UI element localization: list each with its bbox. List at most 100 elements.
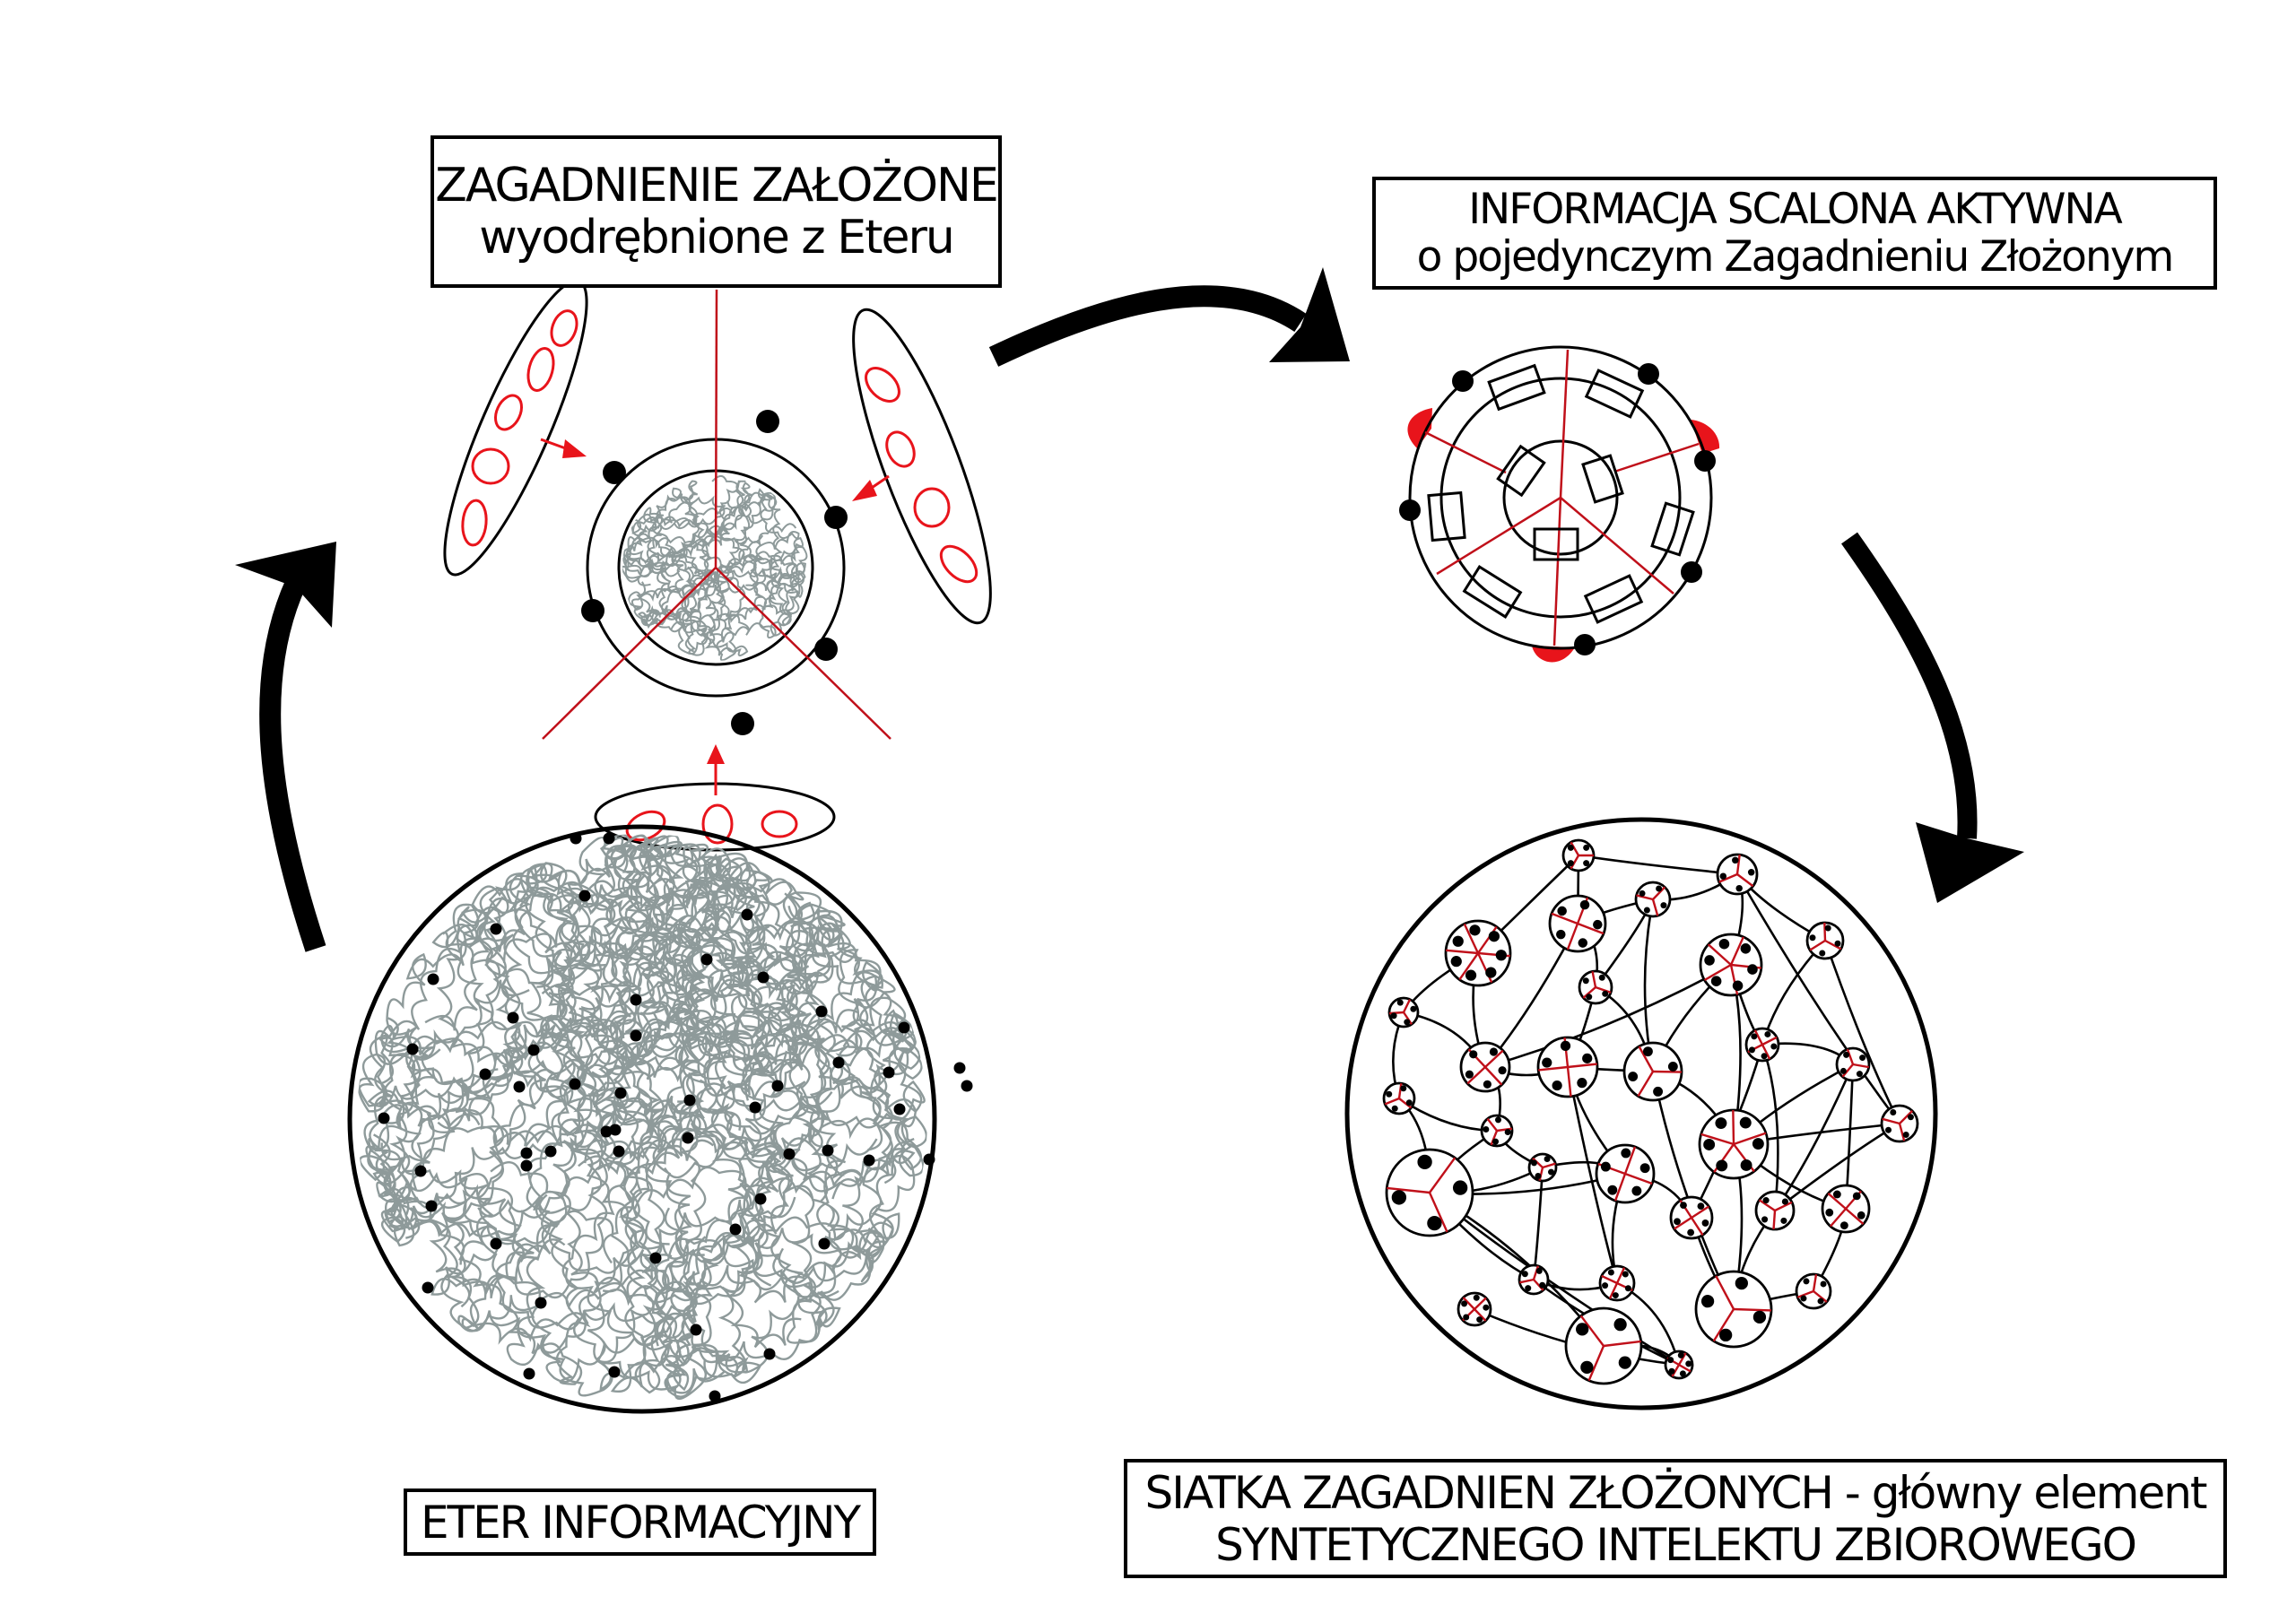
node-spoke	[1613, 1173, 1627, 1202]
particle-dot	[822, 1144, 834, 1157]
node-dot	[1643, 907, 1650, 914]
node-dot	[1885, 1126, 1892, 1133]
network-node	[1716, 853, 1759, 896]
ring-dot	[1681, 561, 1702, 583]
node-dot	[1465, 1070, 1474, 1079]
node-dot	[1740, 943, 1752, 954]
node-spoke	[1579, 1315, 1605, 1347]
node-dot	[1586, 994, 1593, 1001]
red-arrow-head-icon	[707, 744, 725, 764]
node-dot	[1622, 1271, 1629, 1278]
node-dot	[1483, 1304, 1490, 1311]
red-oval	[526, 347, 555, 392]
node-dot	[1410, 1005, 1417, 1012]
particle-dot	[414, 1165, 427, 1177]
ellipse-group-bottom	[594, 744, 836, 852]
node-dot	[1602, 990, 1609, 997]
node-dot	[1704, 955, 1715, 966]
node-spoke	[1384, 1097, 1400, 1106]
tangle-line	[430, 1173, 712, 1393]
arrow-informacja-to-siatka	[1841, 532, 2024, 903]
particle-dot	[832, 1056, 845, 1069]
particle-dot	[578, 890, 591, 902]
particle-dot	[630, 1029, 642, 1042]
network-node	[1387, 996, 1420, 1028]
node-spoke	[1577, 922, 1605, 935]
node-dot	[1843, 1051, 1850, 1058]
tangle-line	[540, 847, 705, 1341]
node-dot	[1803, 1278, 1810, 1285]
node-dot	[1800, 1295, 1807, 1302]
node-spoke	[1474, 1297, 1487, 1310]
node-dot	[1701, 1219, 1709, 1227]
sphere-outline	[347, 824, 937, 1414]
node-dot	[1544, 1155, 1551, 1162]
node-spoke	[1429, 1157, 1457, 1193]
node-spoke	[1637, 1071, 1655, 1098]
node-spoke	[1761, 1044, 1771, 1060]
particle-dot	[527, 1044, 540, 1056]
red-dividers	[542, 289, 891, 740]
red-oval	[461, 499, 488, 547]
node-dot	[1703, 1139, 1716, 1150]
node-spoke	[1603, 1340, 1641, 1348]
particle-dot	[507, 1011, 519, 1024]
node-dot	[1668, 1367, 1675, 1375]
ring-dot	[814, 638, 838, 661]
node-dot	[1473, 1294, 1480, 1301]
particle-dot	[490, 1237, 502, 1250]
node-dot	[1639, 890, 1646, 897]
tangle-line	[575, 857, 828, 1114]
particle-dot	[520, 1147, 533, 1159]
node-spoke	[1466, 1066, 1486, 1085]
particle-dot	[683, 1094, 696, 1107]
network-graph	[1344, 817, 1938, 1410]
particle-dot	[863, 1154, 875, 1167]
tangle-line	[643, 474, 744, 621]
node-spoke	[1496, 1127, 1513, 1133]
network-node	[1518, 1263, 1550, 1296]
module-rect	[1487, 363, 1546, 412]
node-spoke	[1678, 1363, 1692, 1373]
node-spoke	[1570, 841, 1580, 856]
node-spoke	[1533, 1279, 1544, 1291]
node-dot	[1761, 1053, 1768, 1060]
particle-dot	[479, 1068, 491, 1081]
particle-dot	[893, 1103, 906, 1115]
node-dot	[1556, 929, 1566, 940]
red-blob	[1691, 420, 1720, 454]
divider-line	[1559, 349, 1570, 499]
module-rect	[1496, 444, 1546, 498]
node-spoke	[1718, 872, 1738, 883]
zagadnienie-figure	[443, 279, 992, 852]
network-node	[1622, 1041, 1683, 1102]
inner-tangle	[622, 474, 808, 661]
particle-dots	[378, 832, 973, 1402]
tangle-line	[561, 1107, 796, 1401]
node-dot	[1674, 1218, 1681, 1226]
tangle-line	[376, 924, 682, 1198]
network-node	[1880, 1104, 1919, 1143]
node-dot	[1719, 1328, 1733, 1342]
node-spoke	[1758, 1199, 1776, 1211]
ether-sphere	[347, 824, 973, 1414]
node-spoke	[1608, 1282, 1619, 1299]
network-node	[1595, 1143, 1656, 1204]
node-dot	[1607, 1185, 1618, 1195]
node-dot	[1739, 1116, 1752, 1129]
node-spoke	[1707, 943, 1732, 966]
node-dot	[1751, 1033, 1758, 1040]
node-dot	[1390, 1012, 1397, 1020]
tangle-line	[622, 527, 764, 646]
node-spoke	[1674, 1216, 1692, 1230]
node-dot	[1579, 899, 1590, 910]
node-spoke	[1570, 855, 1580, 870]
node-spoke	[1595, 985, 1612, 994]
particle-dot	[749, 1101, 761, 1114]
node-spoke	[1446, 949, 1479, 955]
node-dot	[1607, 1269, 1614, 1276]
module-rect	[1581, 454, 1624, 504]
node-dot	[1856, 1071, 1863, 1078]
tangle-line	[634, 887, 749, 1394]
node-spoke	[1753, 1029, 1764, 1046]
